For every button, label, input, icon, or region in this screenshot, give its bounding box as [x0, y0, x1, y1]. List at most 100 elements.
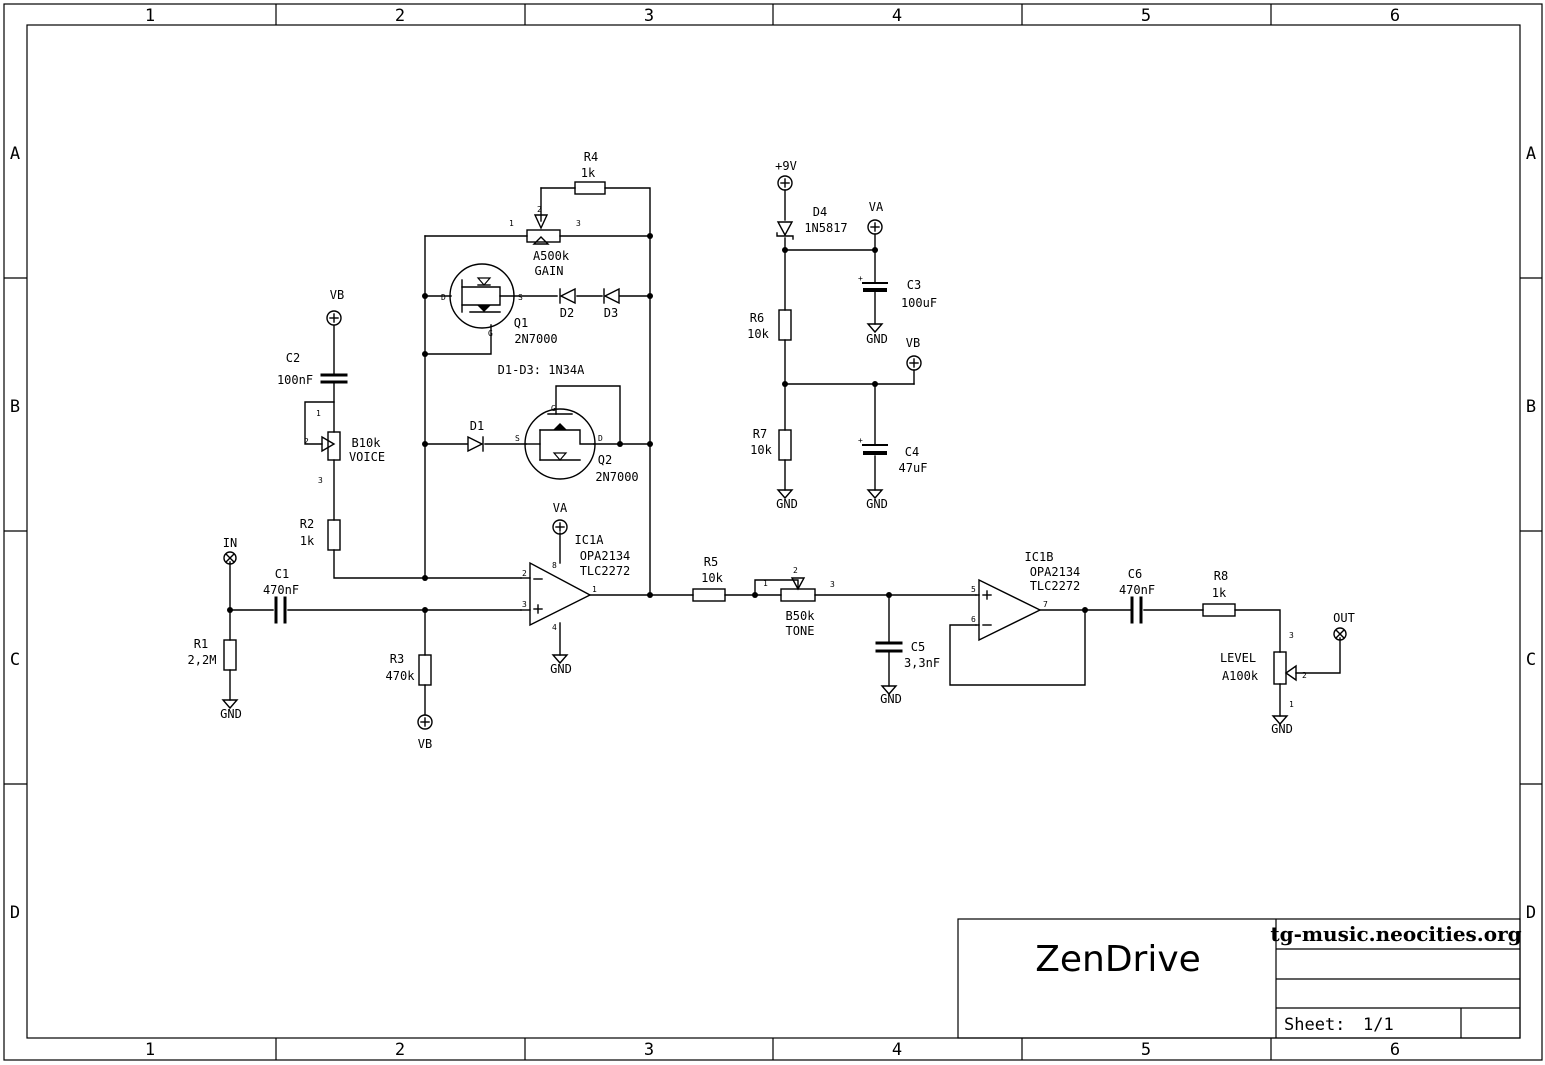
resistors — [223, 181, 1236, 686]
pin-label: D — [598, 434, 603, 443]
resistor-r7 — [778, 429, 792, 461]
diode-d4 — [776, 221, 794, 240]
ref-q1: Q1 — [514, 316, 528, 330]
pin-label: 2 — [1302, 671, 1307, 680]
diode-d2 — [559, 287, 576, 305]
pin-label: 1 — [763, 579, 768, 588]
alt-ic1a: TLC2272 — [580, 564, 631, 578]
ref-d4: D4 — [813, 205, 827, 219]
value-r1: 2,2M — [188, 653, 217, 667]
opamp-ic1a — [520, 561, 592, 627]
pot-gain-label: GAIN — [535, 264, 564, 278]
capacitor-c1 — [274, 596, 287, 624]
resistor-r2 — [327, 519, 341, 551]
vb-port-bottom — [417, 714, 433, 730]
pin-label: 2 — [522, 569, 527, 578]
row-label-left: C — [10, 650, 20, 670]
pin-label: 2 — [304, 437, 309, 446]
net-label-gnd: GND — [220, 707, 242, 721]
col-label-top: 2 — [395, 6, 405, 26]
pin-label: 1 — [592, 585, 597, 594]
net-label-gnd: GND — [550, 662, 572, 676]
ref-r3: R3 — [390, 652, 404, 666]
net-label-gnd: GND — [776, 497, 798, 511]
value-r7: 10k — [750, 443, 772, 457]
pin-label: 3 — [576, 219, 581, 228]
net-label-va: VA — [553, 501, 568, 515]
opamp-ic1b — [975, 578, 1042, 642]
col-label-bottom: 5 — [1141, 1040, 1151, 1060]
resistor-r4 — [574, 181, 606, 195]
diode-note: D1-D3: 1N34A — [498, 363, 585, 377]
pin-label: 1 — [1289, 700, 1294, 709]
value-r5: 10k — [701, 571, 723, 585]
mosfet-q2 — [524, 408, 596, 480]
net-label-in: IN — [223, 536, 237, 550]
net-label-gnd: GND — [866, 497, 888, 511]
col-label-bottom: 2 — [395, 1040, 405, 1060]
value-q1: 2N7000 — [514, 332, 557, 346]
col-label-top: 6 — [1390, 6, 1400, 26]
va-port-opamp — [552, 519, 568, 535]
ref-r8: R8 — [1214, 569, 1228, 583]
net-label-vb: VB — [906, 336, 920, 350]
pin-label: D — [441, 293, 446, 302]
out-port — [1333, 627, 1347, 641]
grid-labels: 1 2 3 4 5 6 1 2 3 4 5 6 A B C D A B C D — [10, 6, 1536, 1060]
ref-c4: C4 — [905, 445, 919, 459]
pin-label: 4 — [552, 623, 557, 632]
value-r8: 1k — [1212, 586, 1227, 600]
value-d4: 1N5817 — [804, 221, 847, 235]
sheet-frame — [3, 3, 1543, 1061]
polarity-mark: + — [858, 274, 863, 283]
ref-r1: R1 — [194, 637, 208, 651]
pin-label: 1 — [316, 409, 321, 418]
sheet-number: 1/1 — [1363, 1015, 1394, 1035]
pot-voice-label: VOICE — [349, 450, 385, 464]
pin-label: 7 — [1043, 600, 1048, 609]
ref-r7: R7 — [753, 427, 767, 441]
mosfet-q1 — [449, 263, 515, 329]
capacitor-c4 — [862, 444, 888, 455]
pin-label: G — [488, 329, 493, 338]
pin-label: 8 — [552, 561, 557, 570]
capacitor-c2 — [320, 373, 348, 384]
value-c5: 3,3nF — [904, 656, 940, 670]
power-ports — [223, 175, 1347, 730]
ground-symbols — [221, 323, 1289, 726]
value-c2: 100nF — [277, 373, 313, 387]
pot-level-value: A100k — [1222, 669, 1259, 683]
v9-port — [777, 175, 793, 191]
pin-label: 3 — [318, 476, 323, 485]
value-c4: 47uF — [899, 461, 928, 475]
diode-d3 — [603, 287, 620, 305]
junctions — [227, 233, 1088, 613]
net-label-9v: +9V — [775, 159, 797, 173]
value-ic1b: OPA2134 — [1030, 565, 1081, 579]
col-label-top: 4 — [892, 6, 902, 26]
resistor-r1 — [223, 639, 237, 671]
row-label-right: B — [1526, 397, 1536, 417]
value-c3: 100uF — [901, 296, 937, 310]
col-label-bottom: 6 — [1390, 1040, 1400, 1060]
ref-c6: C6 — [1128, 567, 1142, 581]
pot-level — [1273, 651, 1297, 685]
row-label-left: D — [10, 903, 20, 923]
pin-label: 2 — [537, 205, 542, 214]
value-r6: 10k — [747, 327, 769, 341]
pin-label: 2 — [793, 566, 798, 575]
potentiometers — [321, 214, 1297, 685]
net-label-va: VA — [869, 200, 884, 214]
pot-tone-label: TONE — [786, 624, 815, 638]
net-label-gnd: GND — [1271, 722, 1293, 736]
pot-level-label: LEVEL — [1220, 651, 1256, 665]
ref-ic1a: IC1A — [575, 533, 605, 547]
col-label-top: 1 — [145, 6, 155, 26]
pot-gain-value: A500k — [533, 249, 570, 263]
value-r4: 1k — [581, 166, 596, 180]
row-label-left: A — [10, 144, 20, 164]
schematic-title: ZenDrive — [1035, 939, 1201, 980]
va-port-supply — [867, 219, 883, 235]
ref-c1: C1 — [275, 567, 289, 581]
ref-c2: C2 — [286, 351, 300, 365]
